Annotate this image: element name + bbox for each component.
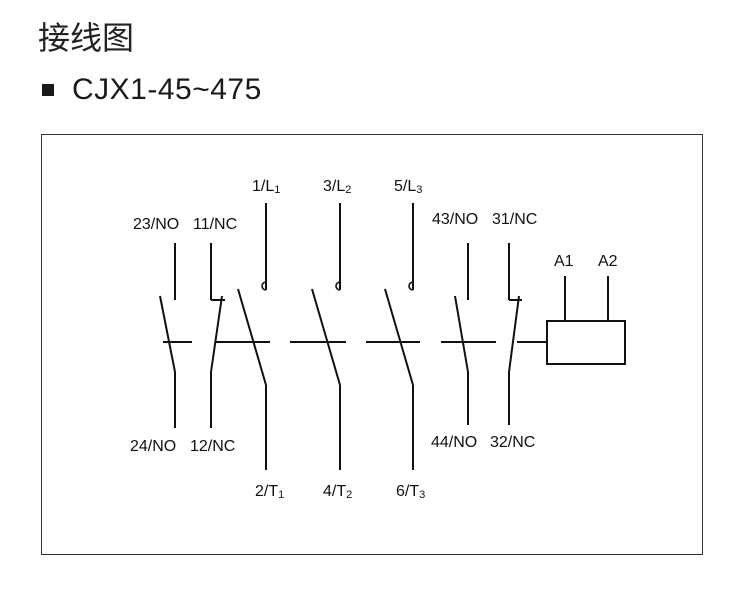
- label-32-nc: 32/NC: [490, 434, 535, 451]
- main-contact-1: [237, 203, 267, 470]
- label-24-no: 24/NO: [130, 438, 176, 455]
- label-2-t1: 2/T1: [255, 483, 284, 501]
- aux-contact-43-44: [454, 243, 469, 425]
- label-31-nc: 31/NC: [492, 211, 537, 228]
- diagram-frame: [41, 134, 703, 555]
- model-label: CJX1-45~475: [72, 73, 262, 106]
- label-a1: A1: [554, 253, 574, 270]
- label-12-nc: 12/NC: [190, 438, 235, 455]
- label-23-no: 23/NO: [133, 216, 179, 233]
- main-contact-3: [384, 203, 414, 470]
- label-1-l1: 1/L1: [252, 178, 280, 196]
- main-contact-2: [311, 203, 341, 470]
- model-row: CJX1-45~475: [42, 70, 262, 110]
- bullet-square-icon: [42, 84, 54, 96]
- aux-contact-23-24: [159, 243, 176, 428]
- label-44-no: 44/NO: [431, 434, 477, 451]
- label-a2: A2: [598, 253, 618, 270]
- aux-contact-11-12: [210, 243, 225, 428]
- label-11-nc: 11/NC: [193, 216, 237, 233]
- label-5-l3: 5/L3: [394, 178, 422, 196]
- label-4-t2: 4/T2: [323, 483, 352, 501]
- label-3-l2: 3/L2: [323, 178, 351, 196]
- label-43-no: 43/NO: [432, 211, 478, 228]
- aux-contact-31-32: [508, 243, 522, 425]
- page-heading: 接线图: [38, 19, 135, 57]
- coil: [546, 276, 626, 365]
- label-6-t3: 6/T3: [396, 483, 425, 501]
